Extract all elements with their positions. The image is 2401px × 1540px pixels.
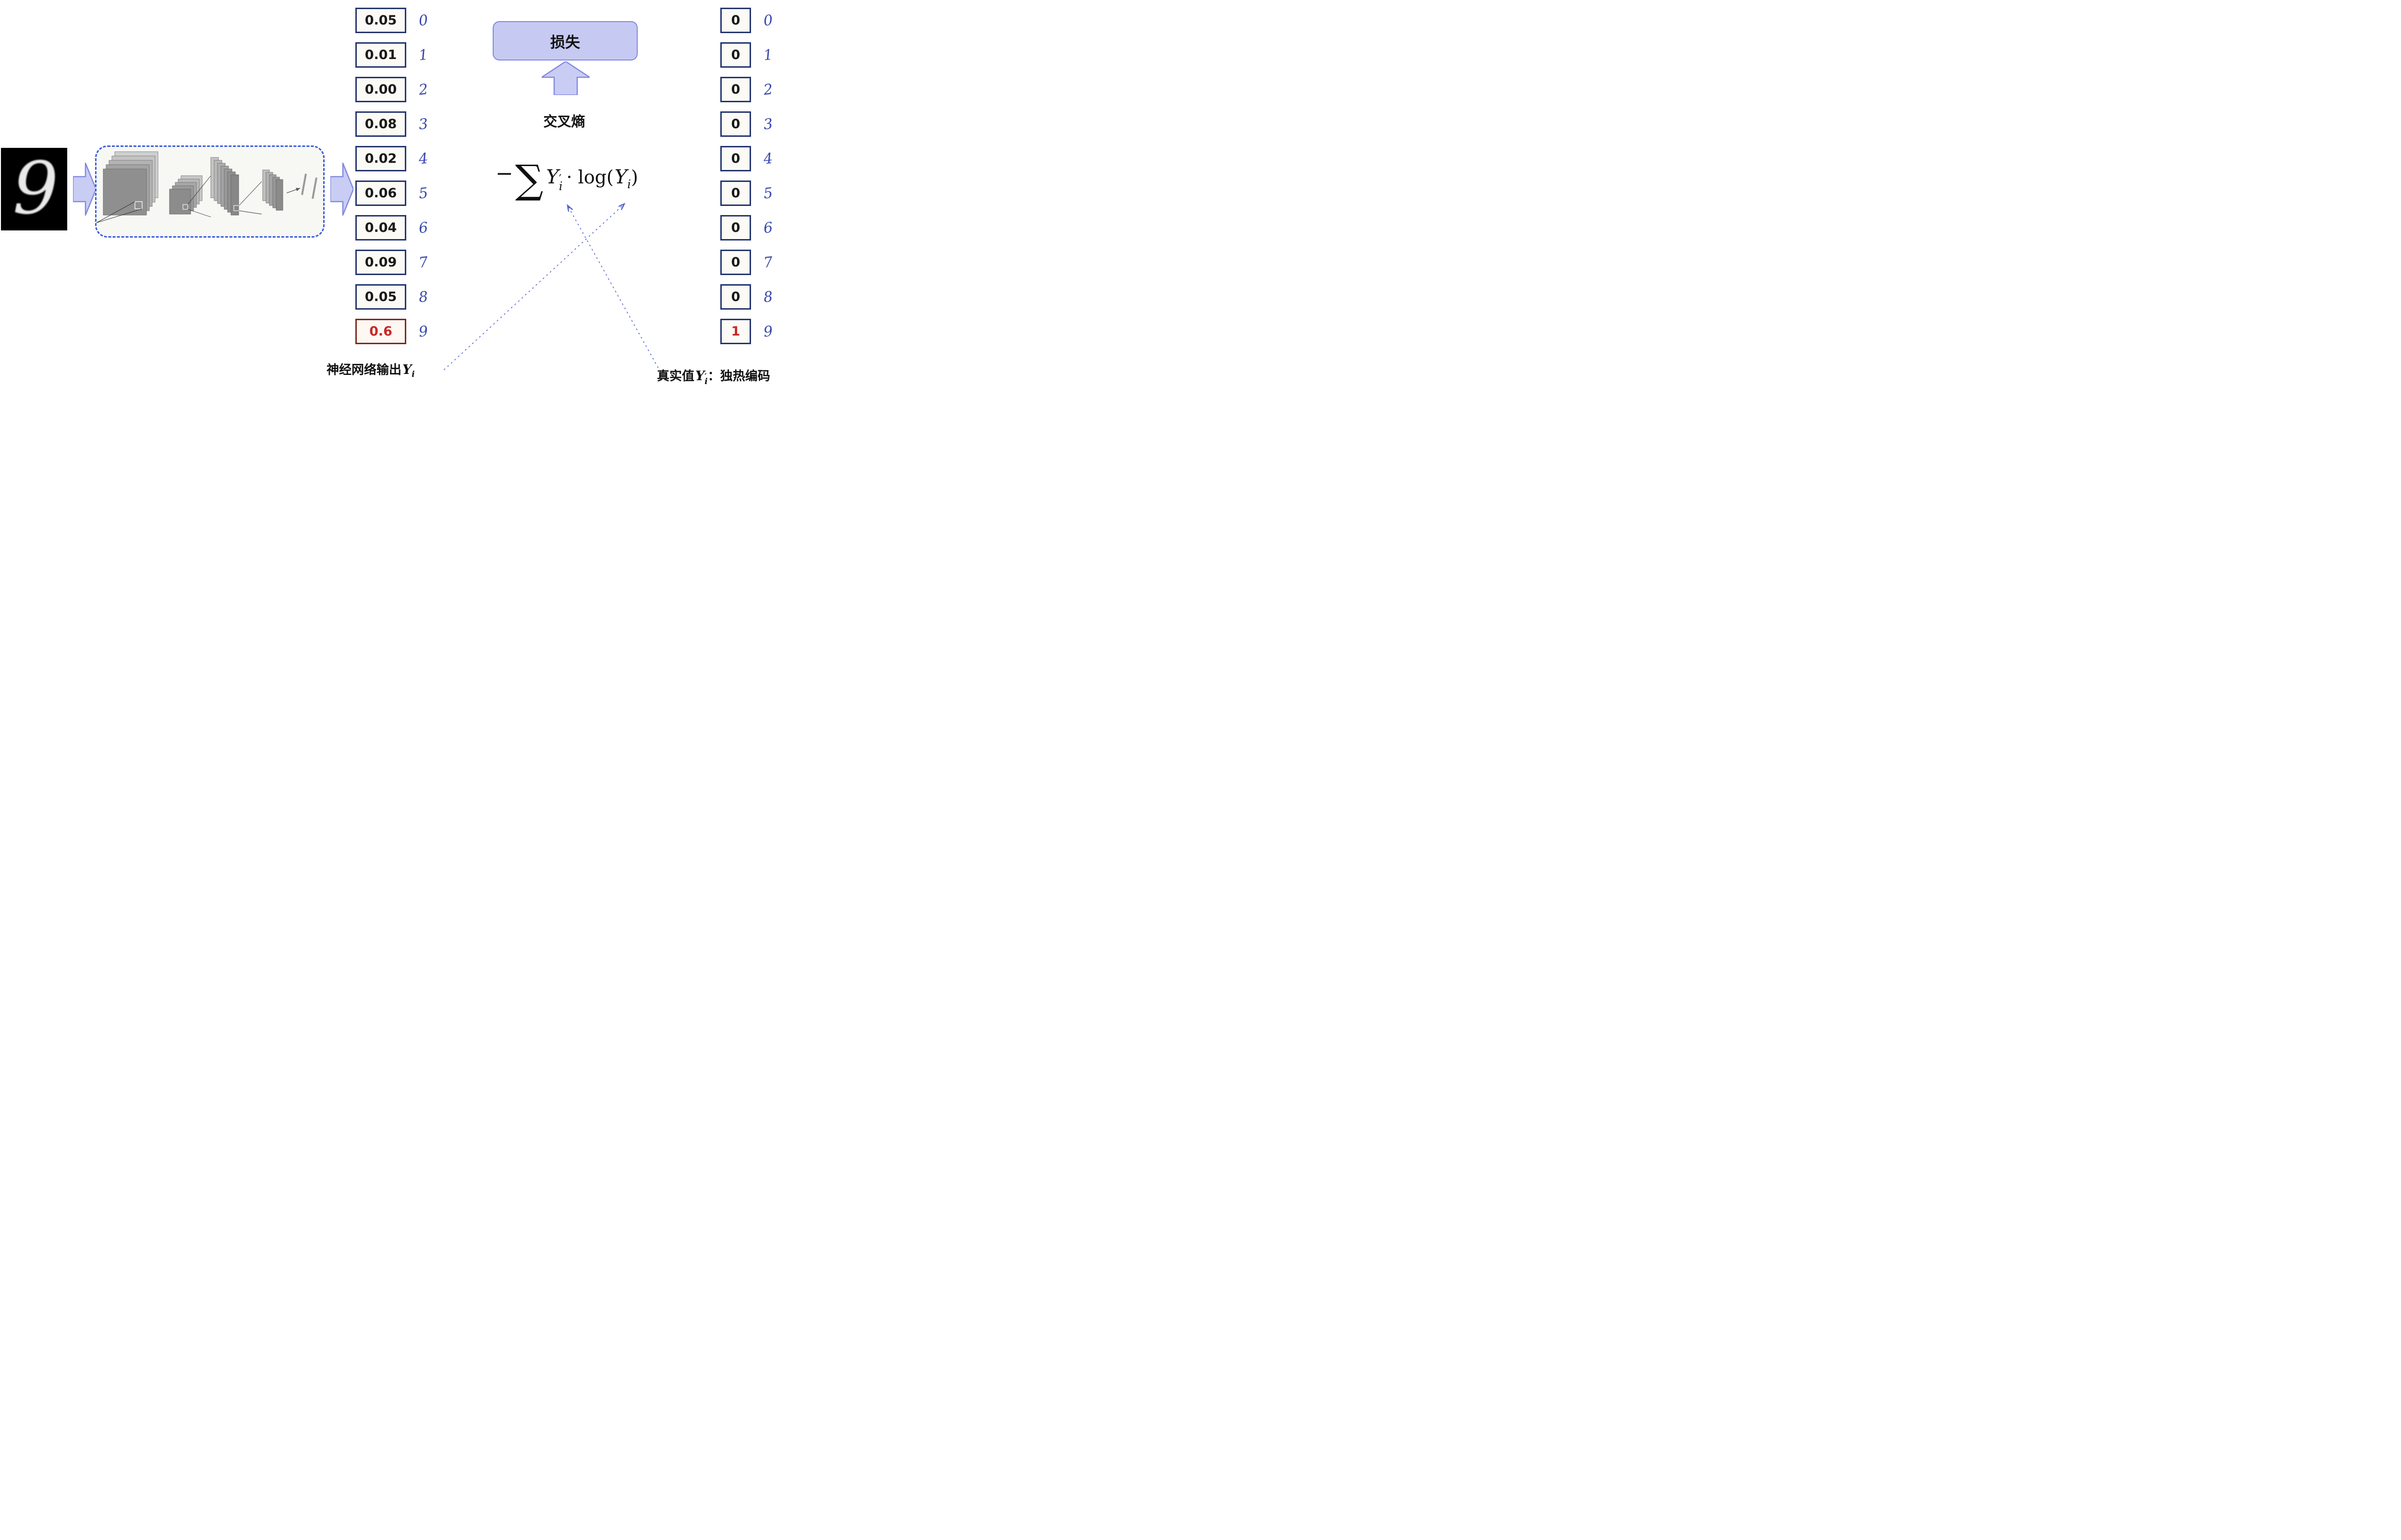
fc-layer <box>286 173 317 199</box>
pointer-line-truth-to-formula <box>568 205 663 376</box>
class-index-label: 2 <box>763 81 774 99</box>
svg-text:9: 9 <box>12 148 58 230</box>
class-index-label: 6 <box>418 219 429 237</box>
output-row: 0.6 9 <box>355 319 433 344</box>
class-index-label: 8 <box>418 288 429 306</box>
onehot-box: 0 <box>720 8 751 33</box>
onehot-box-highlight: 1 <box>720 319 751 344</box>
mnist-digit-9: 9 <box>1 147 67 230</box>
input-digit-image: 9 <box>1 147 67 230</box>
onehot-box: 0 <box>720 180 751 206</box>
class-index-label: 4 <box>418 150 429 168</box>
output-row: 0.06 5 <box>355 180 433 206</box>
conv-layer-1 <box>97 151 158 223</box>
probability-box: 0.01 <box>355 42 406 68</box>
onehot-box: 0 <box>720 42 751 68</box>
class-index-label: 3 <box>418 115 429 133</box>
loss-box-label: 损失 <box>550 34 580 51</box>
onehot-row: 0 6 <box>720 215 778 241</box>
class-index-label: 8 <box>763 288 774 306</box>
onehot-row: 0 2 <box>720 77 778 102</box>
caption-sub-i: i <box>412 370 415 379</box>
conv-layer-2 <box>210 157 262 216</box>
formula-minus: − <box>496 161 513 186</box>
cnn-architecture-illustration <box>97 151 317 223</box>
flow-arrow-cnn-to-output <box>330 162 353 216</box>
probability-box: 0.04 <box>355 215 406 241</box>
onehot-row: 0 1 <box>720 42 778 68</box>
pool-layer-2 <box>262 169 283 211</box>
onehot-row: 0 0 <box>720 8 778 33</box>
probability-box: 0.00 <box>355 77 406 102</box>
probability-box: 0.08 <box>355 111 406 137</box>
onehot-row: 1 9 <box>720 319 778 344</box>
class-index-label: 9 <box>763 323 774 341</box>
class-index-label: 7 <box>763 253 774 272</box>
diagram-canvas: 9 <box>0 0 793 385</box>
formula-close-paren: ) <box>631 167 638 188</box>
caption-var-y: Y <box>402 362 412 377</box>
class-index-label: 4 <box>763 150 774 168</box>
output-row: 0.08 3 <box>355 111 433 137</box>
loss-box: 损失 <box>493 21 638 60</box>
onehot-box: 0 <box>720 146 751 171</box>
output-row: 0.00 2 <box>355 77 433 102</box>
onehot-row: 0 7 <box>720 250 778 275</box>
onehot-box: 0 <box>720 284 751 310</box>
onehot-row: 0 4 <box>720 146 778 171</box>
onehot-box: 0 <box>720 250 751 275</box>
output-probability-column: 0.05 0 0.01 1 0.00 2 0.08 3 0.02 4 0.06 … <box>355 8 433 344</box>
output-row: 0.01 1 <box>355 42 433 68</box>
onehot-row: 0 5 <box>720 180 778 206</box>
class-index-label: 5 <box>418 184 429 203</box>
formula-prime-sub: ′i <box>558 172 563 193</box>
probability-box: 0.09 <box>355 250 406 275</box>
class-index-label: 5 <box>763 184 774 203</box>
onehot-row: 0 8 <box>720 284 778 310</box>
output-row: 0.09 7 <box>355 250 433 275</box>
onehot-row: 0 3 <box>720 111 778 137</box>
caption-prime-sub: ′i <box>704 372 708 385</box>
output-row: 0.05 8 <box>355 284 433 310</box>
output-row: 0.02 4 <box>355 146 433 171</box>
formula-sigma: ∑ <box>515 157 544 203</box>
onehot-box: 0 <box>720 111 751 137</box>
cross-entropy-label: 交叉熵 <box>543 113 585 130</box>
pool-layer-1 <box>169 175 211 217</box>
caption-truth-onehot: 真实值Y′i：独热编码 <box>657 369 770 385</box>
class-index-label: 9 <box>418 323 429 341</box>
output-row: 0.05 0 <box>355 8 433 33</box>
formula-sub-i: i <box>627 178 631 191</box>
onehot-truth-column: 0 0 0 1 0 2 0 3 0 4 0 5 0 6 0 7 <box>720 8 778 344</box>
formula-y: Y <box>614 166 628 188</box>
cross-entropy-formula: −∑Y′i· log(Yi) <box>496 160 638 200</box>
caption-network-output: 神经网络输出Yi <box>327 362 415 379</box>
probability-box: 0.05 <box>355 284 406 310</box>
flow-arrow-input-to-cnn <box>73 162 96 216</box>
onehot-box: 0 <box>720 77 751 102</box>
flow-arrow-loss-up <box>542 61 590 95</box>
formula-dot-log: · log( <box>566 167 614 188</box>
probability-box: 0.05 <box>355 8 406 33</box>
probability-box: 0.06 <box>355 180 406 206</box>
class-index-label: 3 <box>763 115 774 133</box>
class-index-label: 7 <box>418 253 429 272</box>
onehot-box: 0 <box>720 215 751 241</box>
class-index-label: 1 <box>418 46 429 64</box>
class-index-label: 0 <box>763 12 774 30</box>
cnn-network-box <box>95 145 325 238</box>
class-index-label: 2 <box>418 81 429 99</box>
probability-box-highlight: 0.6 <box>355 319 406 344</box>
pointer-line-output-to-formula <box>444 204 624 370</box>
class-index-label: 0 <box>418 12 429 30</box>
class-index-label: 6 <box>763 219 774 237</box>
output-row: 0.04 6 <box>355 215 433 241</box>
probability-box: 0.02 <box>355 146 406 171</box>
caption-var-y-prime: Y <box>695 369 705 384</box>
formula-y-prime: Y <box>546 166 559 188</box>
class-index-label: 1 <box>763 46 774 64</box>
